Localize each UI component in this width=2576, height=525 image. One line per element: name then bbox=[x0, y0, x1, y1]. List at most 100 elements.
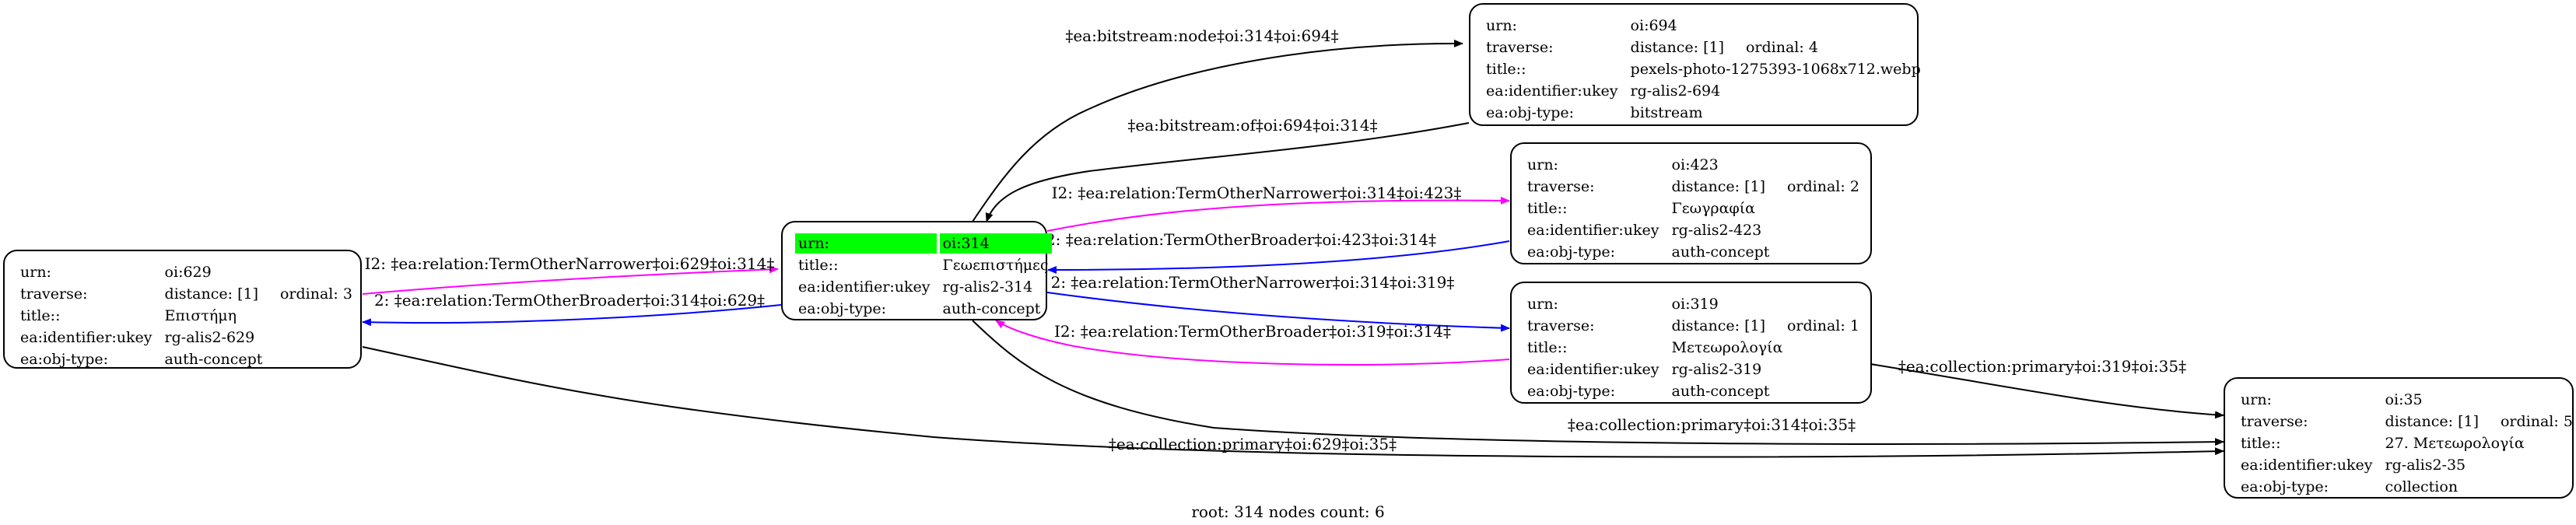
field-value: distance: [1] ordinal: 1 bbox=[1669, 316, 1863, 336]
traverse-ordinal: ordinal: 5 bbox=[2500, 413, 2573, 430]
field-key: traverse: bbox=[1486, 39, 1554, 56]
field-value: distance: [1]ordinal: 4 bbox=[1628, 37, 1924, 58]
graph-footer: root: 314 nodes count: 6 bbox=[1191, 502, 1385, 521]
node-table: urn: oi:35 traverse: distance: [1] ordinal:… bbox=[2234, 388, 2576, 499]
edge-collection-319-35 bbox=[1870, 363, 2224, 419]
node-oi-694[interactable]: urn: oi:694 traverse: distance: [1]ordinal… bbox=[1469, 3, 1921, 126]
edge-broader-319-314 bbox=[995, 320, 1510, 366]
field-key: ea:obj-type: bbox=[1486, 104, 1575, 121]
node-table: urn:oi:314 title::Γεωεπιστήμες ea:identi… bbox=[792, 232, 1055, 320]
edge-collection-314-35 bbox=[972, 320, 2224, 446]
traverse-distance: distance: [1] bbox=[1671, 178, 1765, 195]
field-value: distance: [1] ordinal: 5 bbox=[2382, 411, 2576, 432]
edge-broader-314-629 bbox=[362, 304, 782, 327]
node-oi-423[interactable]: urn: oi:423 traverse: distance: [1] ordinal… bbox=[1510, 142, 1872, 264]
field-value: bitstream bbox=[1630, 104, 1703, 121]
edge-label-collection-314-35: ‡ea:collection:primary‡oi:314‡oi:35‡ bbox=[1568, 415, 1856, 434]
field-key: urn: bbox=[1527, 296, 1558, 313]
field-key: traverse: bbox=[1527, 317, 1595, 334]
field-key: ea:identifier:ukey bbox=[1527, 361, 1660, 378]
field-key: title:: bbox=[1486, 61, 1526, 78]
field-value: auth-concept bbox=[942, 300, 1041, 317]
traverse-distance: distance: [1] bbox=[2385, 413, 2479, 430]
field-value: oi:423 bbox=[1671, 156, 1719, 173]
field-key: ea:identifier:ukey bbox=[1486, 82, 1618, 100]
field-key: title:: bbox=[20, 307, 61, 324]
node-oi-35[interactable]: urn: oi:35 traverse: distance: [1] ordinal:… bbox=[2224, 377, 2574, 499]
field-value: 27. Μετεωρολογία bbox=[2385, 435, 2525, 452]
field-key: ea:obj-type: bbox=[20, 351, 109, 368]
traverse-ordinal: ordinal: 1 bbox=[1786, 317, 1859, 334]
edge-label-narrower-314-423: I2: ‡ea:relation:TermOtherNarrower‡oi:31… bbox=[1052, 184, 1462, 202]
traverse-ordinal: ordinal: 3 bbox=[279, 285, 352, 303]
field-key: ea:obj-type: bbox=[1527, 383, 1616, 400]
traverse-distance: distance: [1] bbox=[1671, 317, 1765, 334]
field-key: title:: bbox=[2241, 435, 2281, 452]
node-table: urn: oi:694 traverse: distance: [1]ordinal… bbox=[1480, 14, 1927, 124]
field-value: pexels-photo-1275393-1068x712.webp bbox=[1630, 61, 1921, 78]
field-value: rg-alis2-314 bbox=[942, 278, 1033, 296]
edge-collection-629-35 bbox=[362, 346, 2224, 458]
edge-label-narrower-629-314: I2: ‡ea:relation:TermOtherNarrower‡oi:62… bbox=[365, 254, 775, 273]
node-table: urn: oi:423 traverse: distance: [1] ordinal… bbox=[1521, 153, 1866, 264]
highlight-row: urn:oi:314 bbox=[795, 233, 1052, 254]
field-key: traverse: bbox=[20, 285, 88, 303]
field-value: Μετεωρολογία bbox=[1671, 339, 1783, 356]
field-value: rg-alis2-35 bbox=[2385, 457, 2466, 474]
field-value: Επιστήμη bbox=[164, 307, 237, 324]
field-value: rg-alis2-629 bbox=[164, 329, 255, 346]
node-oi-319[interactable]: urn: oi:319 traverse: distance: [1] ordinal… bbox=[1510, 282, 1872, 404]
field-value: oi:35 bbox=[2385, 391, 2423, 408]
field-key: title:: bbox=[1527, 339, 1568, 356]
edge-narrower-314-423 bbox=[1046, 196, 1510, 232]
field-key: urn: bbox=[1486, 17, 1517, 34]
edge-bitstream-of bbox=[985, 122, 1470, 222]
field-value: collection bbox=[2385, 478, 2459, 495]
edge-label-broader-314-629: 2: ‡ea:relation:TermOtherBroader‡oi:314‡… bbox=[374, 291, 765, 310]
field-key: urn: bbox=[795, 233, 937, 254]
field-key: ea:obj-type: bbox=[798, 300, 887, 317]
field-value: Γεωγραφία bbox=[1671, 200, 1756, 217]
edge-label-bitstream-of: ‡ea:bitstream:of‡oi:694‡oi:314‡ bbox=[1127, 116, 1377, 135]
traverse-distance: distance: [1] bbox=[1630, 39, 1724, 56]
edge-label-collection-319-35: ‡ea:collection:primary‡oi:319‡oi:35‡ bbox=[1898, 357, 2186, 376]
field-value: auth-concept bbox=[1671, 383, 1770, 400]
field-value: rg-alis2-694 bbox=[1630, 82, 1721, 100]
edge-label-broader-423-314: 2: ‡ea:relation:TermOtherBroader‡oi:423‡… bbox=[1046, 230, 1436, 249]
edge-label-bitstream-node: ‡ea:bitstream:node‡oi:314‡oi:694‡ bbox=[1065, 26, 1338, 45]
edge-narrower-629-314 bbox=[362, 265, 779, 295]
field-key: ea:obj-type: bbox=[1527, 243, 1616, 261]
edge-narrower-314-319 bbox=[1046, 292, 1510, 332]
node-oi-629[interactable]: urn:oi:629 traverse:distance: [1]ordinal… bbox=[3, 250, 362, 369]
field-key: ea:identifier:ukey bbox=[2241, 457, 2373, 474]
edge-label-broader-319-314: I2: ‡ea:relation:TermOtherBroader‡oi:319… bbox=[1054, 322, 1451, 341]
field-key: urn: bbox=[1527, 156, 1558, 173]
field-value: distance: [1]ordinal: 3 bbox=[162, 284, 356, 304]
field-key: ea:identifier:ukey bbox=[1527, 222, 1660, 239]
field-key: urn: bbox=[20, 264, 51, 281]
field-key: title:: bbox=[1527, 200, 1568, 217]
edge-label-narrower-314-319: 2: ‡ea:relation:TermOtherNarrower‡oi:314… bbox=[1051, 273, 1455, 292]
field-key: traverse: bbox=[1527, 178, 1595, 195]
field-key: title:: bbox=[798, 257, 839, 274]
field-value: rg-alis2-319 bbox=[1671, 361, 1762, 378]
edge-label-collection-629-35: ‡ea:collection:primary‡oi:629‡oi:35‡ bbox=[1109, 435, 1397, 453]
field-key: ea:identifier:ukey bbox=[20, 329, 152, 346]
field-value: oi:314 bbox=[939, 233, 1052, 254]
node-oi-314-root[interactable]: urn:oi:314 title::Γεωεπιστήμες ea:identi… bbox=[781, 221, 1052, 320]
field-value: oi:319 bbox=[1671, 296, 1719, 313]
field-value: Γεωεπιστήμες bbox=[942, 257, 1049, 274]
field-value: oi:694 bbox=[1630, 17, 1677, 34]
field-value: auth-concept bbox=[164, 351, 263, 368]
field-value: auth-concept bbox=[1671, 243, 1770, 261]
node-table: urn: oi:319 traverse: distance: [1] ordinal… bbox=[1521, 292, 1866, 403]
field-key: traverse: bbox=[2241, 413, 2308, 430]
edge-bitstream-node bbox=[972, 39, 1463, 222]
field-key: urn: bbox=[2241, 391, 2272, 408]
node-table: urn:oi:629 traverse:distance: [1]ordinal… bbox=[14, 261, 359, 371]
edge-broader-423-314 bbox=[1047, 240, 1510, 274]
field-value: rg-alis2-423 bbox=[1671, 222, 1762, 239]
field-key: ea:obj-type: bbox=[2241, 478, 2329, 495]
traverse-ordinal: ordinal: 2 bbox=[1786, 178, 1859, 195]
